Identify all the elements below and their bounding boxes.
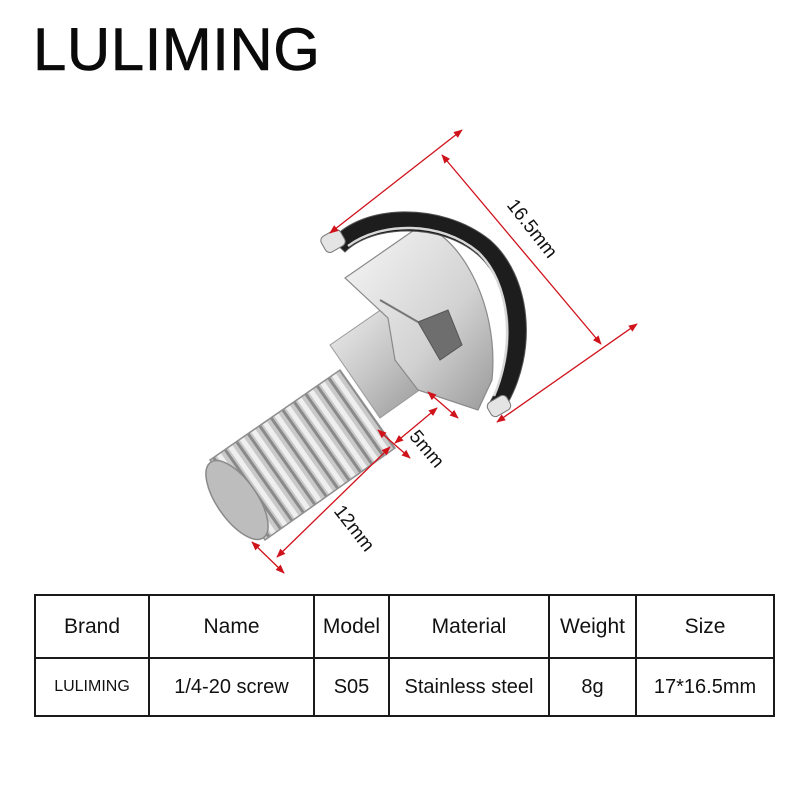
spec-table: Brand Name Model Material Weight Size LU…	[34, 594, 775, 717]
cell-name: 1/4-20 screw	[148, 657, 315, 717]
column-header-brand: Brand	[34, 594, 150, 659]
screw-illustration	[205, 129, 638, 574]
column-header-material: Material	[388, 594, 550, 659]
thread-shaft	[205, 368, 397, 542]
cell-weight: 8g	[548, 657, 637, 717]
cell-brand: LULIMING	[34, 657, 150, 717]
cell-size: 17*16.5mm	[635, 657, 775, 717]
table-row: LULIMING 1/4-20 screw S05 Stainless stee…	[34, 657, 775, 717]
column-header-weight: Weight	[548, 594, 637, 659]
cell-material: Stainless steel	[388, 657, 550, 717]
cell-model: S05	[313, 657, 390, 717]
column-header-name: Name	[148, 594, 315, 659]
product-figure: 16.5mm 5mm 12mm	[0, 90, 800, 590]
column-header-model: Model	[313, 594, 390, 659]
column-header-size: Size	[635, 594, 775, 659]
dimension-lines	[251, 129, 638, 574]
table-header-row: Brand Name Model Material Weight Size	[34, 594, 775, 659]
brand-title: LULIMING	[33, 16, 321, 84]
